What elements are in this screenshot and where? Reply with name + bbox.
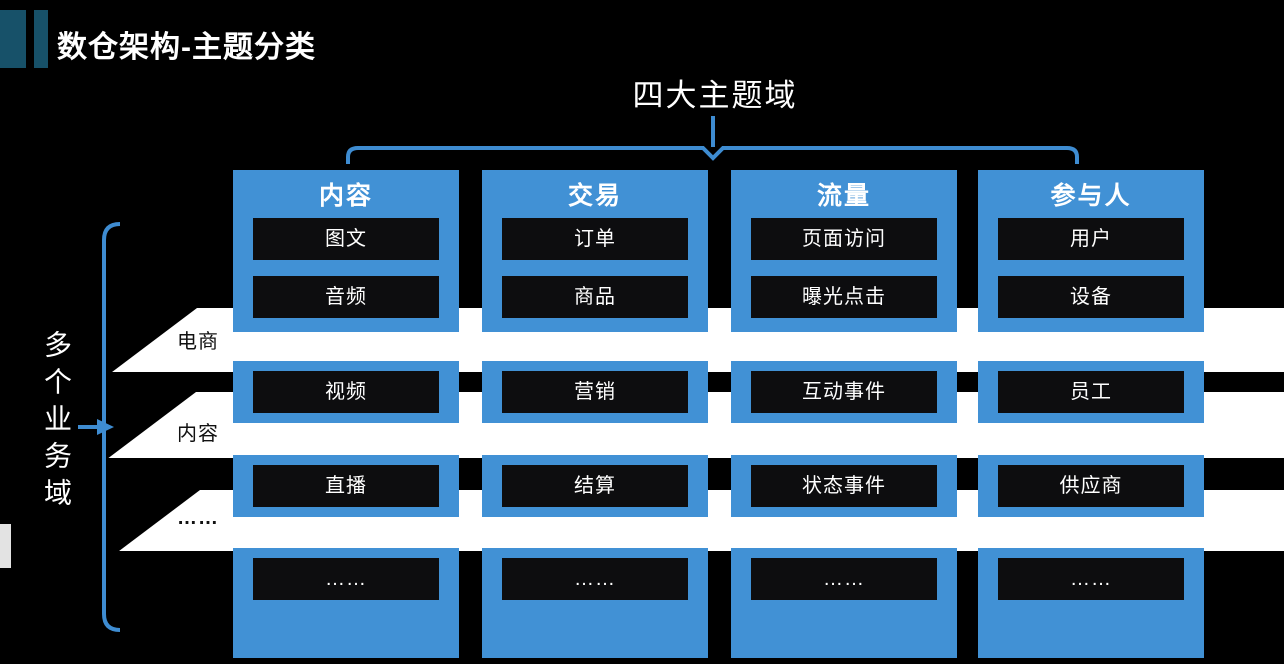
business-band-label: 内容 xyxy=(177,423,219,445)
theme-column-traffic: 流量 页面访问 曝光点击 互动事件 状态事件 …… xyxy=(731,170,957,658)
item-box: 设备 xyxy=(998,276,1184,318)
business-band-label: 电商 xyxy=(177,331,219,353)
theme-column-content: 内容 图文 音频 视频 直播 …… xyxy=(233,170,459,658)
item-box: …… xyxy=(502,558,688,600)
title-accent-bar xyxy=(0,10,26,68)
column-header: 交易 xyxy=(567,182,622,210)
item-box: 用户 xyxy=(998,218,1184,260)
left-brace xyxy=(78,222,121,632)
column-header: 流量 xyxy=(816,182,871,210)
item-box: 音频 xyxy=(253,276,439,318)
item-box: 视频 xyxy=(253,371,439,413)
item-box: 商品 xyxy=(502,276,688,318)
item-box: 互动事件 xyxy=(751,371,937,413)
left-bracket-label: 多个业务域 xyxy=(41,330,72,515)
item-box: 营销 xyxy=(502,371,688,413)
theme-column-participants: 参与人 用户 设备 员工 供应商 …… xyxy=(978,170,1204,658)
column-header: 内容 xyxy=(318,182,373,210)
item-box: 结算 xyxy=(502,465,688,507)
column-header: 参与人 xyxy=(1050,182,1132,210)
top-bracket-label: 四大主题域 xyxy=(632,78,798,113)
page-title: 数仓架构-主题分类 xyxy=(57,31,316,64)
item-box: …… xyxy=(751,558,937,600)
item-box: …… xyxy=(253,558,439,600)
edge-gray-chip xyxy=(0,524,11,568)
title-accent-bar xyxy=(34,10,48,68)
item-box: 状态事件 xyxy=(751,465,937,507)
top-bracket xyxy=(346,116,1079,164)
item-box: 图文 xyxy=(253,218,439,260)
item-box: …… xyxy=(998,558,1184,600)
item-box: 直播 xyxy=(253,465,439,507)
item-box: 页面访问 xyxy=(751,218,937,260)
item-box: 员工 xyxy=(998,371,1184,413)
business-band-label: …… xyxy=(177,507,219,529)
item-box: 订单 xyxy=(502,218,688,260)
theme-column-trade: 交易 订单 商品 营销 结算 …… xyxy=(482,170,708,658)
left-brace-pointer xyxy=(97,419,114,435)
item-box: 供应商 xyxy=(998,465,1184,507)
item-box: 曝光点击 xyxy=(751,276,937,318)
